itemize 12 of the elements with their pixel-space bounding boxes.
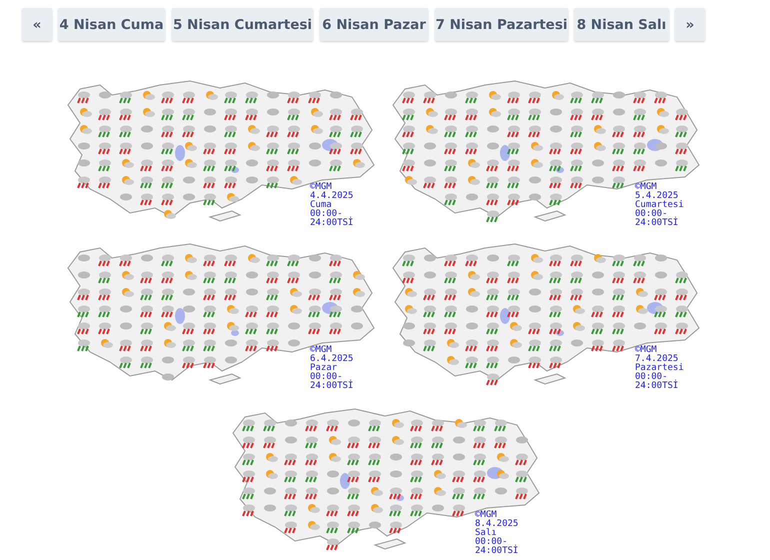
map-caption: ©MGM 5.4.2025 Cumartesi 00:00-24:00TSİ xyxy=(635,183,685,228)
day-tab: 5 Nisan Cumartesi xyxy=(172,8,313,41)
day-tab: 4 Nisan Cuma xyxy=(58,8,165,41)
day-tab: 8 Nisan Salı xyxy=(574,8,669,41)
map-caption: ©MGM 7.4.2025 Pazartesi 00:00-24:00TSİ xyxy=(635,346,685,391)
map-caption: ©MGM 4.4.2025 Cuma 00:00-24:00TSİ xyxy=(310,183,354,228)
map-caption: ©MGM 6.4.2025 Pazar 00:00-24:00TSİ xyxy=(310,346,354,391)
day-tab: 6 Nisan Pazar xyxy=(320,8,428,41)
map-caption: ©MGM 8.4.2025 Salı 00:00-24:00TSİ xyxy=(475,511,520,556)
day-tab: 7 Nisan Pazartesi xyxy=(435,8,568,41)
next-button: » xyxy=(675,8,705,41)
previous-button: « xyxy=(22,8,52,41)
